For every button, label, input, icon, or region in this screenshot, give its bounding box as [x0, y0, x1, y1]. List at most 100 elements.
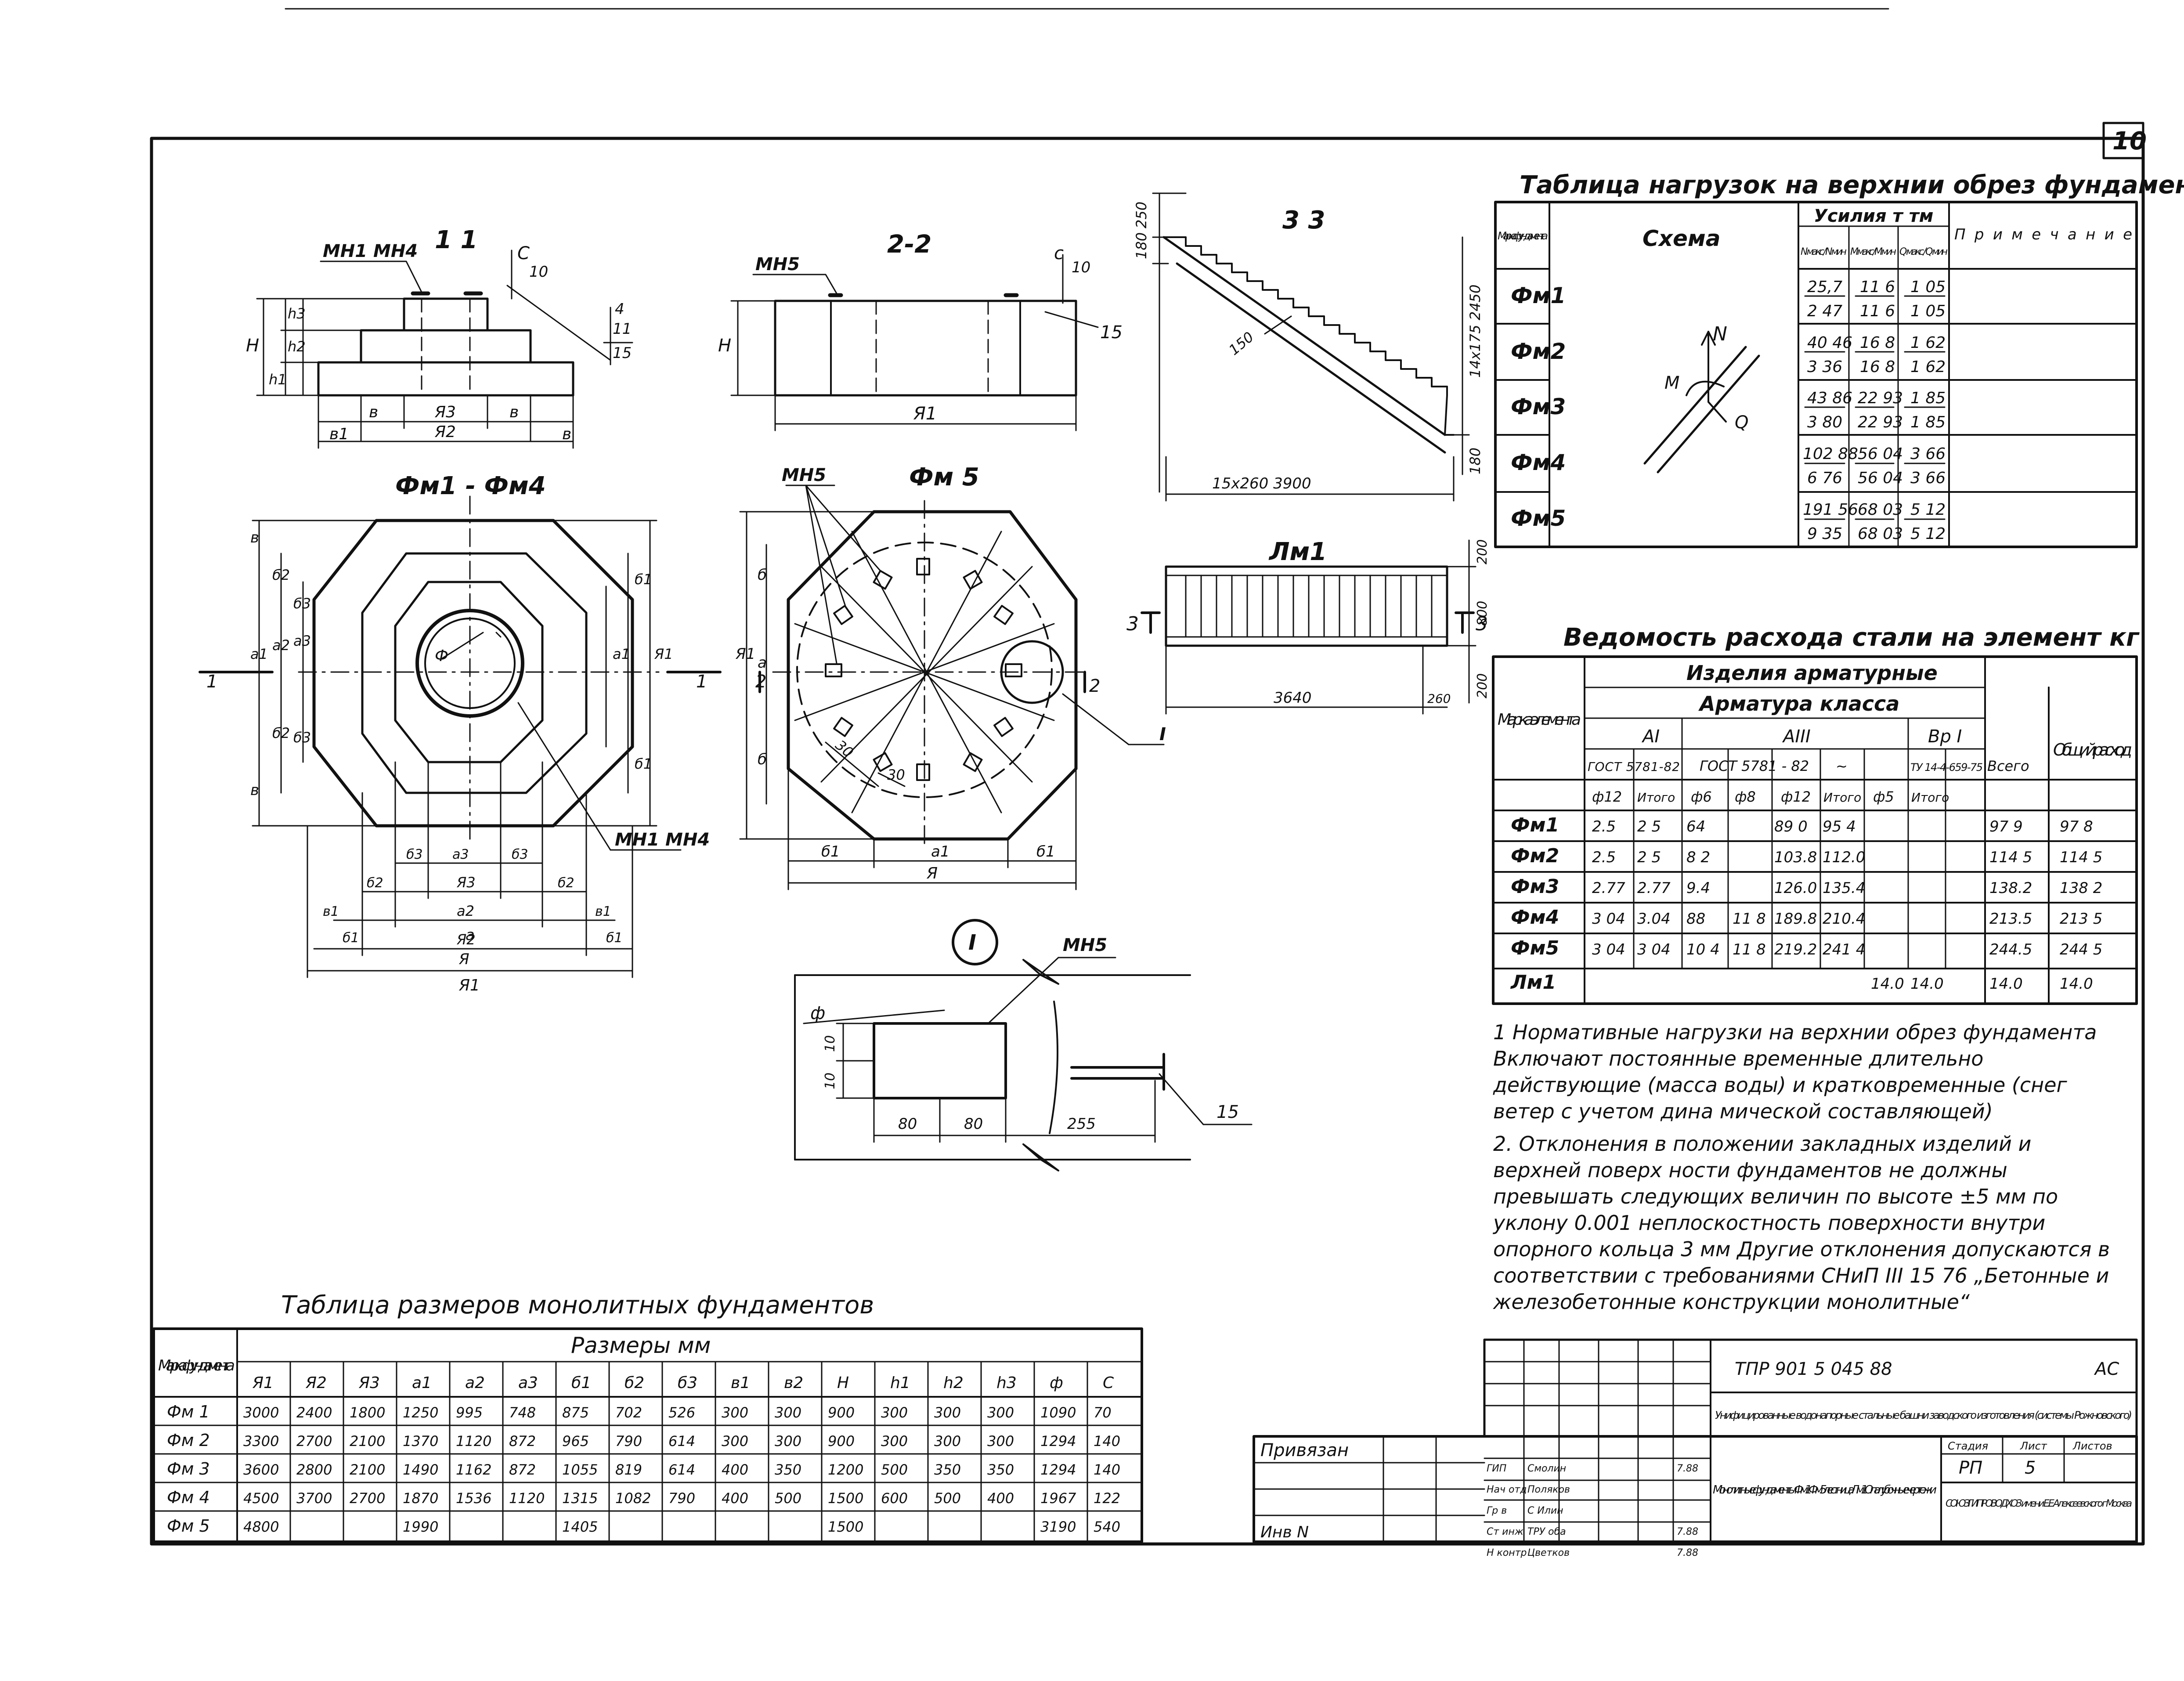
steel-h-products: Изделия арматурные — [1686, 661, 1938, 685]
sec11-h3: h3 — [288, 305, 306, 322]
sec11-h2: h2 — [288, 338, 306, 355]
steel-cell: 2 5 — [1637, 849, 1661, 866]
section-3-3 — [1152, 192, 1470, 502]
dims-cell: 300 — [775, 1433, 801, 1450]
dims-cell: 819 — [615, 1461, 642, 1478]
steel-total: 138.2 — [1989, 879, 2032, 897]
steel-cell: 2 5 — [1637, 818, 1661, 835]
tb-stage-code: АС — [2094, 1359, 2119, 1379]
dims-h-mark: Марка фундамента — [158, 1357, 235, 1374]
loads-n-max: 102 88 — [1803, 445, 1858, 463]
dims-cell: 4500 — [243, 1490, 279, 1507]
dims-col-header: б3 — [678, 1374, 697, 1392]
plan14-l5: а1 — [250, 646, 268, 662]
sec33-d250: 250 — [1133, 202, 1150, 228]
tb-name: Цветков — [1527, 1547, 1570, 1558]
sec11-v-left: в — [369, 403, 378, 421]
loads-n-max: 191 56 — [1803, 501, 1858, 519]
plan5-b0: б1 — [821, 843, 840, 860]
steel-total: 244.5 — [1989, 941, 2032, 958]
tb-role: ГИП — [1487, 1463, 1506, 1474]
sec11-n11: 11 — [613, 320, 632, 338]
steel-cell: 126.0 — [1774, 879, 1817, 897]
dims-col-header: Я3 — [358, 1374, 380, 1392]
dims-cell: 1405 — [562, 1518, 598, 1535]
dims-cell: 140 — [1094, 1461, 1120, 1478]
tb-role: Нач отд — [1487, 1484, 1527, 1495]
steel-table-grid — [1492, 655, 2138, 1005]
dims-col-header: h2 — [943, 1374, 964, 1392]
plan14-b1: а3 — [452, 847, 469, 862]
plan14-l8: в — [250, 781, 259, 799]
loads-row-mark: Фм2 — [1511, 339, 1566, 364]
loads-q-min: 1 85 — [1910, 413, 1946, 431]
loads-h-q: Q макс / Q мин — [1899, 246, 1948, 257]
steel-row-mark: Фм2 — [1511, 845, 1559, 867]
plan14-cut-left: 1 — [206, 672, 217, 692]
plan14-dia: Ф — [435, 647, 448, 665]
steel-col-h: ф5 — [1873, 788, 1894, 805]
lm1-cut-left: 3 — [1126, 613, 1139, 635]
lm1-d800: 800 — [1475, 601, 1490, 626]
plan14-r3: б1 — [635, 756, 652, 772]
tb-name: ТРУ оба — [1527, 1526, 1566, 1537]
plan5-b1: а1 — [931, 843, 949, 860]
loads-h-m: М макс / М мин — [1850, 246, 1896, 257]
plan14-b13: б1 — [606, 930, 623, 946]
lm1-d260: 260 — [1427, 691, 1451, 706]
sec11-h1: h1 — [269, 371, 287, 388]
plan14-l7: б2 — [272, 725, 290, 741]
loads-q-min: 1 05 — [1910, 302, 1946, 320]
dims-cell: 540 — [1094, 1518, 1120, 1535]
plan14-r2: Я1 — [654, 646, 673, 662]
steel-col-h: Итого — [1911, 790, 1949, 805]
loads-table-grid — [1494, 201, 2138, 548]
steel-total: 14.0 — [1989, 975, 2023, 993]
dims-cell: 300 — [881, 1433, 908, 1450]
steel-common: 14.0 — [2060, 975, 2093, 993]
sec33-d180: 180 — [1133, 232, 1150, 259]
dims-col-header: а2 — [465, 1374, 485, 1392]
steel-cell: 14.0 — [1871, 975, 1904, 993]
sec22-c: с — [1054, 243, 1064, 264]
loads-h-mark: Марка фундамента — [1498, 230, 1548, 242]
sec11-a3: Я3 — [434, 403, 456, 421]
dims-cell: 1490 — [403, 1461, 438, 1478]
plan5-l3: Я1 — [735, 645, 755, 663]
steel-h-bp1: Вр I — [1928, 727, 1962, 747]
dims-col-header: h1 — [890, 1374, 910, 1392]
loads-n-min: 6 76 — [1807, 469, 1842, 487]
steel-cell: 14.0 — [1910, 975, 1944, 993]
plan14-mark: МН1 МН4 — [615, 830, 710, 850]
detail1-d255: 255 — [1067, 1115, 1096, 1133]
tb-bound: Привязан — [1260, 1440, 1349, 1460]
dims-cell: 300 — [987, 1404, 1014, 1421]
dims-cell: 1500 — [828, 1490, 863, 1507]
loads-n-max: 25,7 — [1807, 278, 1842, 296]
dims-col-header: Я1 — [252, 1374, 274, 1392]
tb-sheet-h: Лист — [2020, 1440, 2047, 1452]
tb-role: Ст инж — [1487, 1526, 1523, 1537]
tb-stage: РП — [1959, 1458, 1982, 1478]
dims-cell: 2800 — [296, 1461, 332, 1478]
dims-cell: 702 — [615, 1404, 642, 1421]
plan14-b8: в1 — [323, 904, 339, 919]
loads-m-max: 22 93 — [1858, 389, 1903, 407]
dims-cell: 122 — [1094, 1490, 1120, 1507]
detail1-d10b: 10 — [823, 1073, 838, 1089]
steel-cell: 2.77 — [1637, 879, 1671, 897]
dims-row-mark: Фм 3 — [167, 1459, 210, 1479]
plan14-l4: а2 — [272, 637, 290, 654]
plan14-l0: в — [250, 529, 259, 546]
sec11-v-right: в — [509, 403, 519, 421]
dims-cell: 500 — [934, 1490, 961, 1507]
dims-col-header: б1 — [571, 1374, 591, 1392]
loads-q-max: 3 66 — [1910, 445, 1946, 463]
detail1-title: I — [968, 930, 976, 955]
dims-cell: 4800 — [243, 1518, 279, 1535]
plan5-roman: I — [1159, 724, 1166, 745]
loads-q-max: 1 62 — [1910, 334, 1946, 352]
dims-row-mark: Фм 4 — [167, 1488, 210, 1507]
